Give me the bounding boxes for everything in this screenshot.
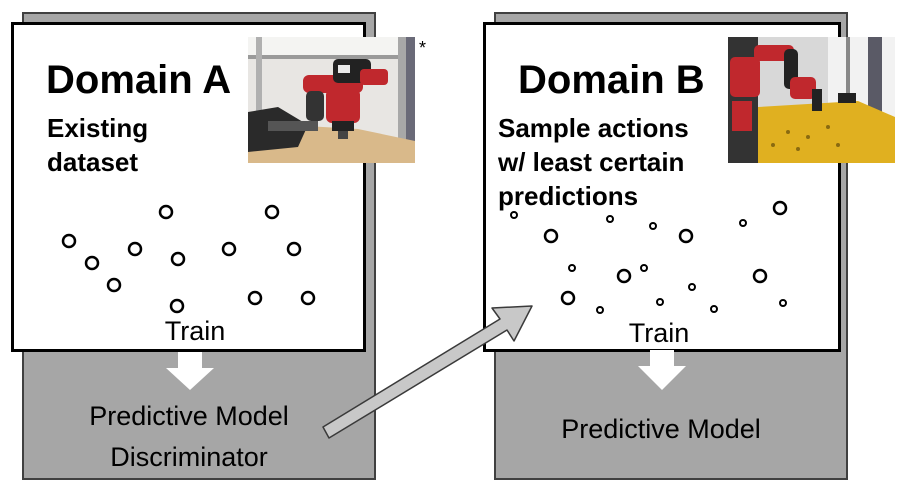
data-point <box>710 305 718 313</box>
data-point <box>772 200 788 216</box>
domain-b-title: Domain B <box>518 58 705 102</box>
domain-a-output-line-1: Predictive Model <box>89 401 289 431</box>
data-point <box>543 228 559 244</box>
domain-a-train-label: Train <box>164 316 226 346</box>
domain-b-data-points <box>510 200 788 314</box>
data-point <box>247 290 263 306</box>
domain-a-subtitle-line-2: dataset <box>47 147 139 177</box>
data-point <box>616 268 632 284</box>
domain-a-train-down-arrow <box>166 352 214 390</box>
data-point <box>752 268 768 284</box>
data-point <box>264 204 280 220</box>
data-point <box>300 290 316 306</box>
data-point <box>739 219 747 227</box>
domain-b-robot-photo <box>728 37 895 163</box>
data-point <box>688 283 696 291</box>
domain-b-subtitle-line-2: w/ least certain <box>498 147 685 177</box>
data-point <box>779 299 787 307</box>
domain-a-data-points <box>61 204 316 314</box>
data-point <box>649 222 657 230</box>
photo-note-asterisk: * <box>419 38 427 58</box>
data-point <box>61 233 77 249</box>
data-point <box>127 241 143 257</box>
transfer-arrow <box>322 305 533 439</box>
domain-b-output-line-1: Predictive Model <box>561 414 761 444</box>
domain-b-subtitle-line-1: Sample actions <box>498 113 689 143</box>
data-point <box>560 290 576 306</box>
data-point <box>678 228 694 244</box>
domain-b-train-down-arrow <box>638 350 686 390</box>
data-point <box>84 255 100 271</box>
domain-b-train-label: Train <box>628 318 690 348</box>
data-point <box>596 306 604 314</box>
data-point <box>510 211 518 219</box>
domain-a-output-line-2: Discriminator <box>110 442 268 472</box>
data-point <box>656 298 664 306</box>
data-point <box>640 264 648 272</box>
domain-a-title: Domain A <box>46 58 232 102</box>
data-point <box>106 277 122 293</box>
domain-b-subtitle-line-3: predictions <box>498 181 639 211</box>
data-point <box>286 241 302 257</box>
data-point <box>169 298 185 314</box>
domain-a-subtitle-line-1: Existing <box>47 113 149 143</box>
data-point <box>606 215 614 223</box>
domain-a-robot-photo <box>248 37 415 163</box>
data-point <box>170 251 186 267</box>
data-point <box>221 241 237 257</box>
data-point <box>568 264 576 272</box>
data-point <box>158 204 174 220</box>
